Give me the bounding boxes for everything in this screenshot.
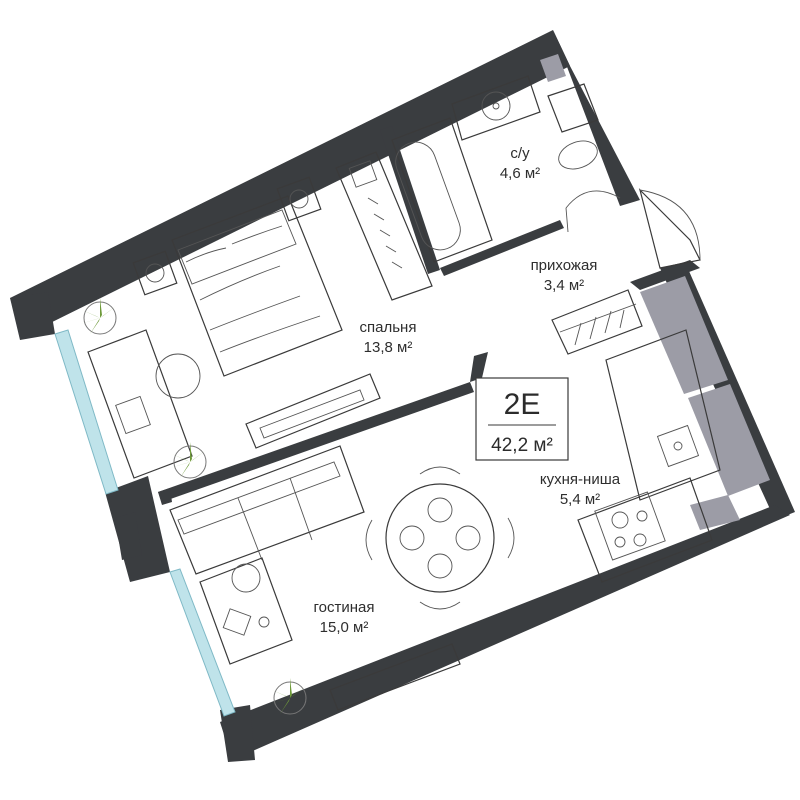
plant-bedroom-2 [170, 442, 207, 479]
bathroom-name: с/у [510, 145, 530, 162]
living-name: гостиная [314, 599, 375, 616]
bedroom-name: спальня [360, 319, 417, 336]
plants [80, 298, 307, 715]
windows [54, 329, 236, 717]
entry-door [638, 188, 701, 269]
apartment-total-area: 42,2 м² [491, 435, 553, 456]
living-area: 15,0 м² [320, 619, 369, 636]
kitchen-panels [540, 54, 770, 530]
plant-living [270, 678, 307, 715]
plant-bedroom [80, 298, 117, 335]
hallway-name: прихожая [531, 257, 598, 274]
kitchen-name: кухня-ниша [540, 471, 621, 488]
room-labels: с/у 4,6 м² прихожая 3,4 м² спальня 13,8 … [314, 145, 621, 636]
bathroom-fixtures [391, 75, 621, 263]
interior-walls [158, 126, 700, 505]
apartment-badge: 2E 42,2 м² [475, 377, 569, 461]
kitchen-area: 5,4 м² [560, 491, 600, 508]
hallway-area: 3,4 м² [544, 277, 584, 294]
bathroom-area: 4,6 м² [500, 165, 540, 182]
outer-walls [10, 30, 795, 762]
apartment-code: 2E [504, 388, 541, 421]
bedroom-furniture [87, 151, 433, 479]
living-furniture [169, 329, 721, 711]
hall-wardrobe [551, 289, 643, 355]
bedroom-area: 13,8 м² [364, 339, 413, 356]
